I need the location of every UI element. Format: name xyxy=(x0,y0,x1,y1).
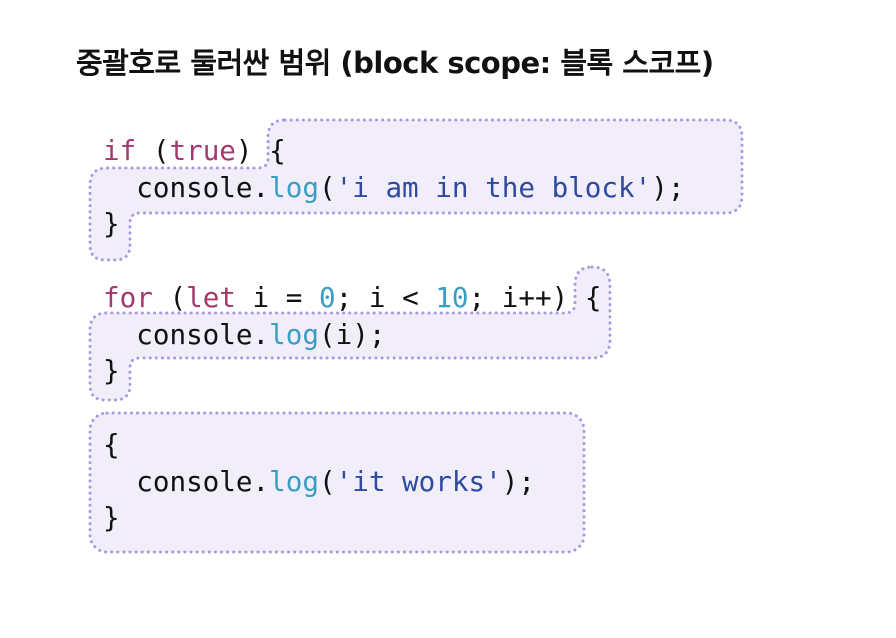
page-title: 중괄호로 둘러싼 범위 (block scope: 블록 스코프) xyxy=(76,46,714,80)
code-token: 'it works' xyxy=(335,465,502,498)
code-token: } xyxy=(103,207,120,240)
code-token: let xyxy=(186,281,236,314)
code-token: console. xyxy=(103,171,270,204)
code-line: for (let i = 0; i < 10; i++) { xyxy=(103,280,601,316)
code-token: ) { xyxy=(235,134,286,167)
code-token: ( xyxy=(152,281,187,314)
code-token: ( xyxy=(318,465,336,498)
code-token: ); xyxy=(651,171,685,204)
code-line: { xyxy=(103,427,120,463)
code-line: if (true) { xyxy=(103,133,286,169)
code-token: { xyxy=(103,428,120,461)
code-token: ( xyxy=(136,134,170,167)
code-token: i = xyxy=(235,281,319,314)
for-block-highlight xyxy=(88,265,612,402)
code-token: } xyxy=(103,354,120,387)
code-line: } xyxy=(103,206,120,242)
if-block-highlight xyxy=(88,118,744,262)
code-token: ( xyxy=(318,171,336,204)
code-line: } xyxy=(103,500,120,536)
code-token: log xyxy=(269,318,319,351)
plain-block-highlight xyxy=(88,411,586,554)
code-token: ; i < xyxy=(335,281,436,314)
code-token: 'i am in the block' xyxy=(335,171,652,204)
code-token: console. xyxy=(103,465,270,498)
code-line: console.log(i); xyxy=(103,317,385,353)
code-token: log xyxy=(269,465,319,498)
code-line: } xyxy=(103,353,120,389)
code-token: console. xyxy=(103,318,270,351)
code-token: (i); xyxy=(318,318,386,351)
code-token: true xyxy=(169,134,236,167)
code-token: 0 xyxy=(319,281,336,314)
code-token: ); xyxy=(501,465,535,498)
code-token: log xyxy=(269,171,319,204)
code-token: ; i++) { xyxy=(468,281,602,314)
code-token: for xyxy=(103,281,153,314)
code-line: console.log('i am in the block'); xyxy=(103,170,685,206)
code-token: 10 xyxy=(435,281,469,314)
code-token: if xyxy=(103,134,137,167)
code-line: console.log('it works'); xyxy=(103,464,535,500)
code-token: } xyxy=(103,501,120,534)
